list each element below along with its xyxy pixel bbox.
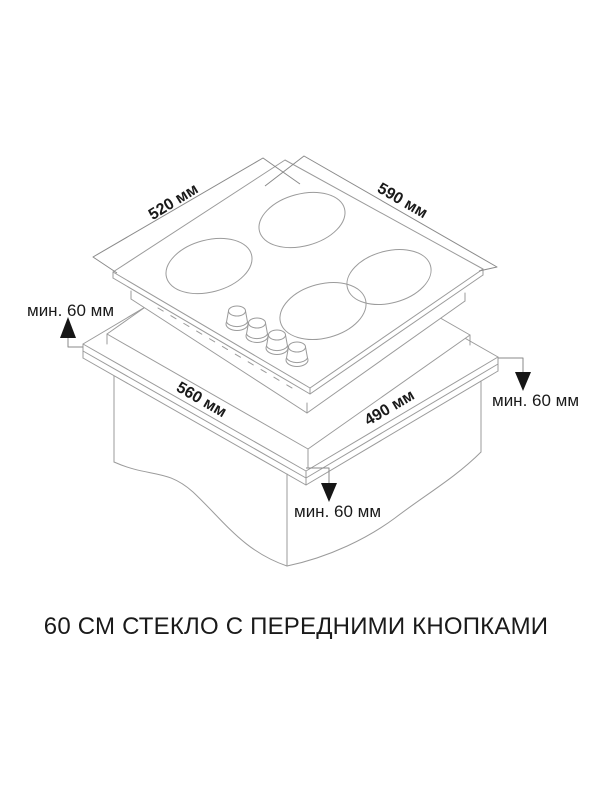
dim-line-hob-width	[264, 155, 498, 272]
clearance-front: мин. 60 мм	[294, 467, 381, 521]
burner-right	[346, 249, 432, 305]
clearance-right: мин. 60 мм	[492, 357, 579, 410]
clearance-front-label: мин. 60 мм	[294, 502, 381, 521]
knob-3	[265, 329, 289, 355]
dim-line-hob-depth	[92, 157, 301, 274]
hob-body-vent-dashes	[157, 307, 293, 389]
control-knobs	[225, 305, 309, 367]
clearance-right-label: мин. 60 мм	[492, 391, 579, 410]
dim-label-hob-depth: 520 мм	[146, 181, 202, 224]
cooktop	[112, 159, 484, 414]
knob-4	[285, 341, 309, 367]
burner-front	[279, 282, 367, 340]
clearance-left-leader	[67, 338, 83, 348]
burner-back	[258, 191, 346, 249]
knob-1	[225, 305, 249, 331]
cabinet-break-wave-left	[113, 461, 288, 567]
clearance-left: мин. 60 мм	[27, 301, 114, 348]
arrow-up-icon	[60, 317, 76, 338]
knob-2	[245, 317, 269, 343]
clearance-left-label: мин. 60 мм	[27, 301, 114, 320]
diagram-caption: 60 СМ СТЕКЛО С ПЕРЕДНИМИ КНОПКАМИ	[44, 613, 548, 640]
clearance-front-leader	[306, 467, 330, 483]
arrow-down-icon	[515, 372, 531, 391]
arrow-down-icon	[321, 483, 337, 502]
burner-left	[165, 237, 253, 295]
clearance-right-leader	[498, 357, 524, 372]
cabinet-break-wave-right	[286, 451, 482, 567]
